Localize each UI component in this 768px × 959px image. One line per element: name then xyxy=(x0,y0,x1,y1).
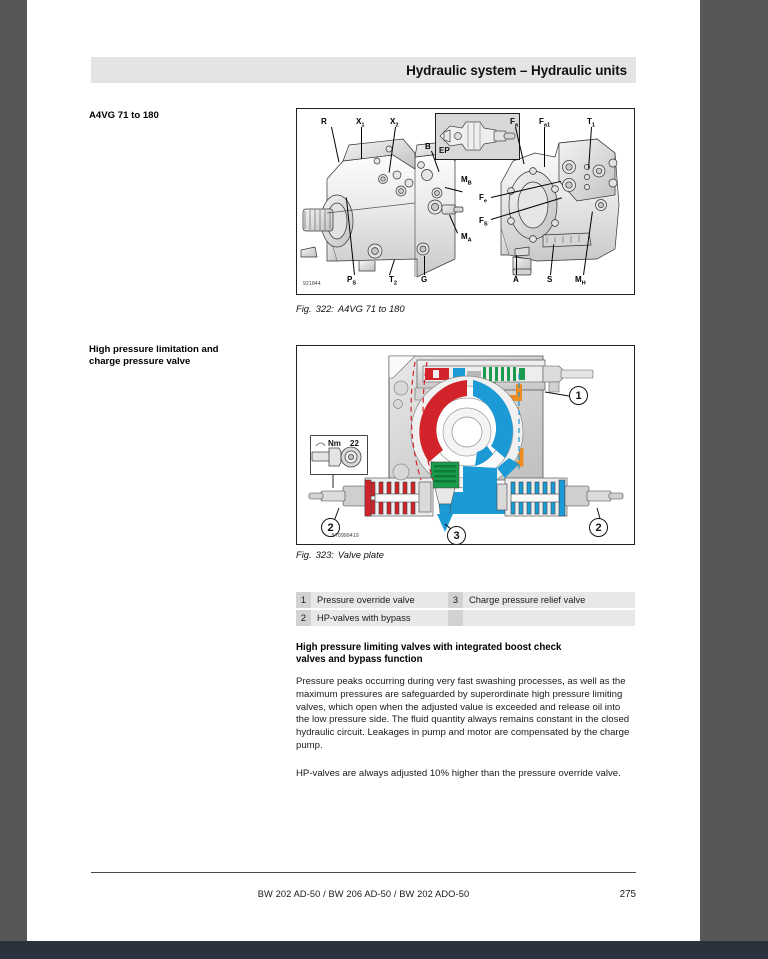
legend-number-empty xyxy=(448,610,463,626)
torque-wrench-icon xyxy=(311,442,362,468)
torque-value: 22 xyxy=(350,439,359,448)
figure-323-valve-plate: Nm 22 1 2 3 2 570999419 xyxy=(296,345,635,545)
figure-323-caption: Fig.323:Valve plate xyxy=(296,549,384,560)
legend-label: HP-valves with bypass xyxy=(311,610,448,626)
legend-label: Pressure override valve xyxy=(311,592,448,608)
torque-unit: Nm xyxy=(328,439,341,448)
label-MA: MA xyxy=(461,232,472,244)
callout-2-right: 2 xyxy=(589,518,608,537)
page-header-title: Hydraulic system – Hydraulic units xyxy=(406,62,627,78)
label-T2: T2 xyxy=(389,275,398,287)
torque-spec-badge: Nm 22 xyxy=(310,435,368,475)
label-A: A xyxy=(513,275,519,284)
callout-3: 3 xyxy=(447,526,466,544)
margin-heading-high-pressure: High pressure limitation and charge pres… xyxy=(89,344,219,368)
footer-page-number: 275 xyxy=(619,889,636,900)
legend-label: Charge pressure relief valve xyxy=(463,592,635,608)
footer-model-line: BW 202 AD-50 / BW 206 AD-50 / BW 202 ADO… xyxy=(257,889,470,899)
page-header-band: Hydraulic system – Hydraulic units xyxy=(91,57,636,83)
figure-322-a4vg-pump: R X1 X2 B EP Fa Fa1 xyxy=(296,108,635,295)
body-paragraph-1: Pressure peaks occurring during very fas… xyxy=(296,676,630,751)
figure-322-caption: Fig.322:A4VG 71 to 180 xyxy=(296,303,405,314)
body-paragraph-2: HP-valves are always adjusted 10% higher… xyxy=(296,768,621,779)
legend-number: 3 xyxy=(448,592,463,608)
label-EP: EP xyxy=(439,146,450,155)
figure-322-image-id: 921844 xyxy=(303,281,321,287)
legend-label-empty xyxy=(463,610,635,626)
margin-heading-a4vg: A4VG 71 to 180 xyxy=(89,110,159,121)
label-T1: T1 xyxy=(587,117,596,129)
viewer-bottom-bar[interactable] xyxy=(0,941,768,959)
label-B: B xyxy=(425,142,431,151)
legend-number: 1 xyxy=(296,592,311,608)
label-PS: PS xyxy=(347,275,357,287)
label-Fa1: Fa1 xyxy=(539,117,551,129)
label-MB: MB xyxy=(461,175,472,187)
label-FS: FS xyxy=(479,216,488,228)
footer-rule xyxy=(91,872,636,873)
label-G: G xyxy=(421,275,428,284)
figure-323-image-id: 570999419 xyxy=(332,533,359,539)
legend-number: 2 xyxy=(296,610,311,626)
label-S: S xyxy=(547,275,553,284)
body-heading: High pressure limiting valves with integ… xyxy=(296,642,562,666)
figure-legend-table: 1 Pressure override valve 3 Charge press… xyxy=(296,592,635,626)
callout-1: 1 xyxy=(569,386,588,405)
label-Fe: Fe xyxy=(479,193,488,205)
label-X1: X1 xyxy=(356,117,365,129)
label-Fa: Fa xyxy=(510,117,519,129)
label-MH: MH xyxy=(575,275,586,287)
figure-322-inset-valve xyxy=(435,113,520,160)
label-X2: X2 xyxy=(390,117,399,129)
callout-2-left: 2 xyxy=(321,518,340,537)
document-page: Hydraulic system – Hydraulic units A4VG … xyxy=(27,0,700,941)
label-R: R xyxy=(321,117,327,126)
figure-323-section-drawing xyxy=(308,355,624,532)
